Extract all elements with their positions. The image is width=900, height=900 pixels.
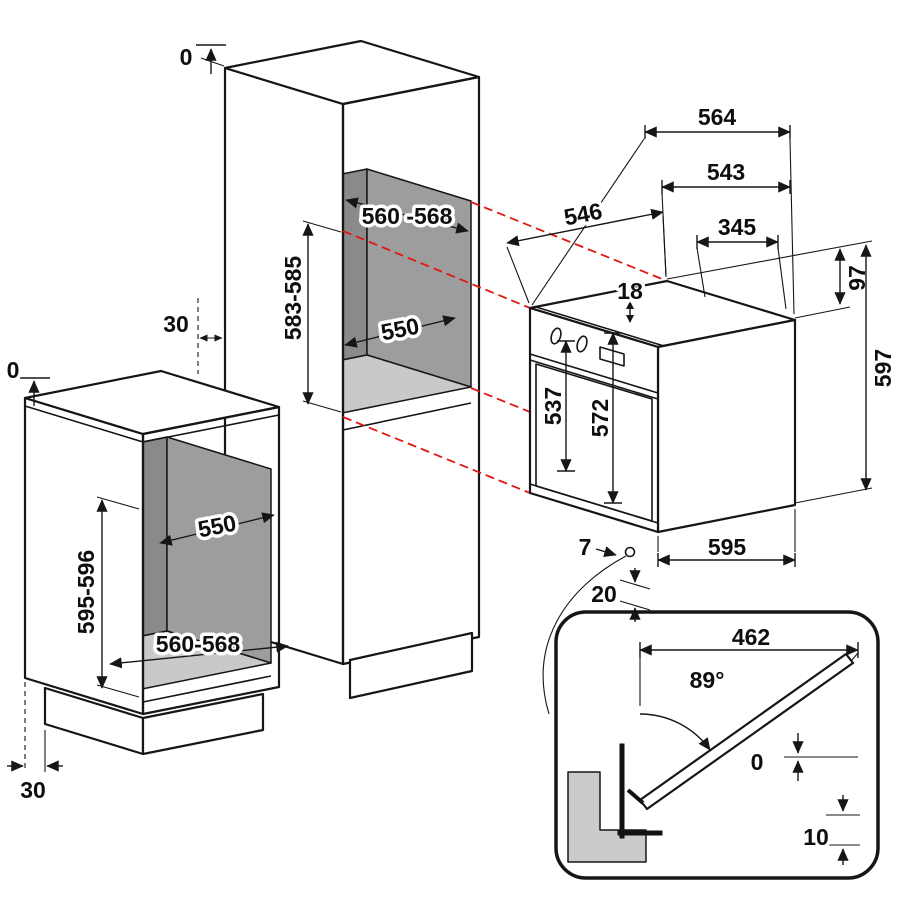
opening-angle-arc: [639, 713, 711, 751]
arrow: [595, 546, 617, 557]
tall-unit-side-face: [341, 75, 481, 666]
dim-oven-depth-body: 543: [661, 156, 791, 277]
oven-bottom-gap-label: 20: [591, 581, 617, 607]
oven-total-height-label: 597: [870, 349, 896, 387]
ext-line: [200, 57, 225, 67]
oven-depth-total-label: 564: [698, 104, 737, 130]
arrow: [345, 197, 469, 234]
door-detail-inset: [554, 610, 880, 880]
arrow: [109, 641, 289, 669]
oven: [528, 279, 797, 534]
base-plinth-side: [141, 692, 265, 756]
base-unit-side-face: [141, 405, 281, 716]
guide-line-bottom-right: [470, 387, 531, 413]
base-niche-width-label: 560-568: [156, 631, 241, 657]
ext-lines: [657, 509, 796, 552]
arrowhead-up: [626, 301, 634, 309]
detail-leader-line: [542, 555, 627, 715]
guide-line-top-left: [342, 230, 531, 309]
dim-door-front-gap: 0: [747, 733, 858, 781]
dim-base-niche-height: 595-596: [70, 496, 140, 698]
dim-tall-top-clearance: 0: [176, 41, 226, 74]
ticks: [619, 579, 651, 611]
oven-top-lip-line: [535, 306, 665, 347]
dim-base-niche-width: 560-568: [109, 628, 289, 669]
ext-lines: [666, 240, 873, 319]
guide-line-bottom-left: [342, 416, 531, 494]
base-niche-back-wall: [166, 436, 272, 664]
oven-door-height-label: 572: [587, 399, 613, 437]
base-niche-height-label: 595-596: [73, 550, 99, 634]
arrow: [159, 512, 275, 546]
oven-front-width-label: 595: [708, 534, 747, 560]
oven-depth-body-label: 543: [707, 159, 745, 185]
door-bottom-clearance-label: 10: [803, 824, 829, 850]
tall-unit-plinth: [348, 631, 474, 700]
tall-top-clearance-label: 0: [180, 44, 193, 70]
door-depth-label: 462: [732, 624, 770, 650]
oven-door-bottom-line: [529, 483, 659, 524]
dim-tall-niche-height: 583-585: [277, 220, 342, 413]
dim-oven-bottom-gap: 20: [588, 568, 651, 622]
dim-oven-total-height: 597: [794, 244, 900, 504]
dim-oven-front-lip: 18: [614, 275, 646, 323]
oven-knob-left: [550, 327, 562, 345]
dim-oven-front-gap: 7: [575, 531, 636, 564]
dim-oven-front-width: 595: [657, 509, 796, 567]
dim-door-bottom-clearance: 10: [800, 795, 860, 865]
oven-top-rear-width-label: 345: [718, 214, 757, 240]
arrowhead-down: [626, 315, 634, 323]
cabinet-section: [567, 771, 647, 863]
dim-door-depth: 462: [639, 621, 859, 662]
dim-tall-side-clearance: 30: [160, 298, 223, 374]
dim-oven-depth-top: 546: [506, 194, 667, 304]
dim-oven-top-rear-width: 345: [696, 211, 787, 310]
oven-inner-height-label: 537: [540, 387, 566, 425]
dim-base-top-clearance: 0: [3, 354, 50, 406]
base-top-clearance-label: 0: [7, 357, 20, 383]
door-hinge: [626, 788, 645, 805]
tall-niche-width-label: 560 -568: [362, 203, 453, 229]
oven-front-section: [617, 743, 663, 839]
base-plinth-recess-label: 30: [20, 777, 46, 803]
base-niche-shelf-edge: [142, 675, 272, 703]
dim-base-plinth-recess: 30: [7, 682, 63, 807]
detail-marker-circle: [624, 546, 636, 558]
ticks: [826, 814, 860, 846]
dim-oven-inner-height: 537: [537, 340, 575, 472]
tall-side-clearance-label: 30: [163, 311, 189, 337]
oven-front-gap-label: 7: [579, 534, 592, 560]
dim-tall-niche-width: 560 -568: [345, 197, 469, 234]
open-door-panel: [638, 652, 855, 811]
door-front-gap-label: 0: [751, 749, 764, 775]
oven-side-face: [656, 318, 797, 534]
arrow: [344, 315, 456, 348]
tall-niche-back-wall: [366, 168, 472, 388]
ext-line: [794, 487, 873, 504]
oven-depth-top-label: 546: [562, 198, 605, 231]
oven-front-lip-label: 18: [617, 278, 643, 304]
oven-knob-right: [576, 335, 588, 353]
arrow: [506, 208, 664, 247]
worktop-edge-line: [24, 405, 280, 443]
dim-oven-door-height: 572: [584, 332, 622, 504]
dim-oven-depth-total: 564: [531, 101, 795, 315]
oven-control-panel-line: [529, 353, 659, 400]
opening-angle-label: 89°: [690, 667, 725, 693]
tall-niche-height-label: 583-585: [280, 256, 306, 341]
